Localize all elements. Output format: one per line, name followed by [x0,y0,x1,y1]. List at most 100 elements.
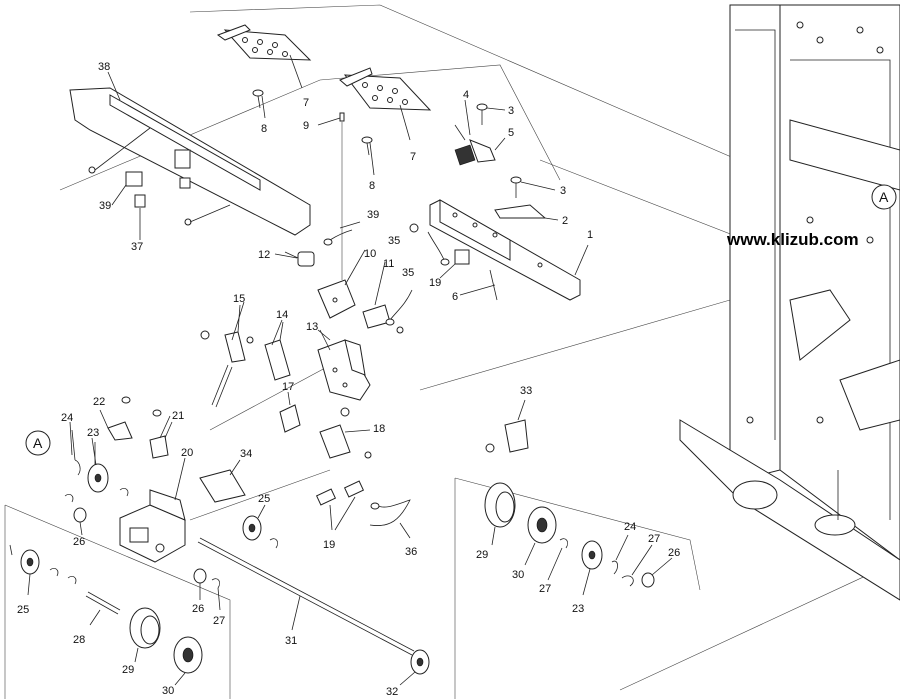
part-label: 22 [93,396,105,408]
shaft-28 [85,591,121,626]
bushing-26-right [641,557,673,588]
part-label: 15 [233,293,245,305]
spring-4 [454,99,471,141]
clip-mid [269,538,278,549]
part-label: 26 [192,603,204,615]
plate-21 [149,409,173,459]
part-label: 23 [87,427,99,439]
roller-30-left [173,636,203,686]
leader-27-right-b [631,544,653,576]
part-label: 27 [213,615,225,627]
screw-3-b [510,176,556,198]
bracket-10 [317,249,366,319]
cover-11 [362,261,391,329]
callout-a-right: A [879,189,889,205]
part-label: 23 [572,603,584,615]
screw-8-a [252,89,266,119]
part-label: 3 [508,105,514,117]
harness-35-mid [385,289,413,326]
part-label: 35 [402,267,414,279]
part-label: 39 [99,200,111,212]
part-label: 10 [364,248,376,260]
callout-a-left: A [33,435,43,451]
part-label: 1 [587,229,593,241]
part-label: 30 [512,569,524,581]
cover-34 [199,459,246,503]
lever-2 [494,204,559,221]
label-39 [125,171,143,187]
part-label: 36 [405,546,417,558]
pin-9 [317,117,341,126]
bracket-18 [319,424,371,459]
screw-top-mid [409,223,419,233]
harness-39 [323,221,361,246]
screw-3-a [476,103,506,125]
part-label: 17 [282,381,294,393]
bushing-26-left [73,507,87,536]
gear-32 [399,649,430,686]
roller-29-right [484,482,516,546]
spring-24-left [71,429,81,476]
bracket-13 [317,329,371,401]
part-label: 19 [323,539,335,551]
screw-13 [340,407,350,417]
clip-27-right-a [559,538,568,549]
pin-9-body [339,112,345,122]
part-label: 35 [388,235,400,247]
spring-6 [459,269,498,301]
spring-24-right [611,534,629,575]
leader-lines [69,71,331,466]
part-label: 25 [17,604,29,616]
part-label: 34 [240,448,252,460]
part-label: 25 [258,493,270,505]
plate-7-left [216,24,312,89]
leader-27-right-a [547,547,563,581]
screw-8-b [361,136,375,176]
part-label: 4 [463,89,469,101]
machine-frame [679,4,900,601]
part-label: 8 [369,180,375,192]
long-bracket-38 [69,87,311,236]
pulley-23-right [581,540,603,596]
callout-a-left-circle [25,430,51,456]
lever-5 [454,137,506,166]
gear-25-mid [242,504,266,541]
shaft-31 [197,537,415,656]
part-label: 6 [452,291,458,303]
part-label: 5 [508,127,514,139]
roller-29-left [129,607,161,663]
part-label: 13 [306,321,318,333]
part-label: 19 [429,277,441,289]
part-label: 27 [539,583,551,595]
shaft-small [211,364,233,408]
clip-27-right-b [621,575,634,587]
leader-27-mid [217,587,221,611]
sensor-19-top [439,249,470,279]
connector-12 [284,251,315,267]
part-label: 37 [131,241,143,253]
part-label: 26 [668,547,680,559]
part-label: 33 [520,385,532,397]
part-label: 24 [61,412,73,424]
part-label: 29 [476,549,488,561]
part-label: 31 [285,635,297,647]
part-label: 12 [258,249,270,261]
clip-27-mid [211,578,220,589]
screw-mid-11 [396,326,404,334]
bracket-33 [485,399,529,453]
bracket-14 [264,321,291,381]
housing-20 [119,457,186,563]
clip-small-2 [119,488,129,497]
part-label: 7 [410,151,416,163]
sensor-19-bottom [315,480,365,531]
bracket-22 [99,396,133,441]
screw-18 [364,451,372,459]
plate-7-right [339,67,432,141]
part-label: 2 [562,215,568,227]
part-label: 32 [386,686,398,698]
harness-36 [369,499,411,539]
part-label: 8 [261,123,267,135]
harness-35-top [427,231,450,266]
